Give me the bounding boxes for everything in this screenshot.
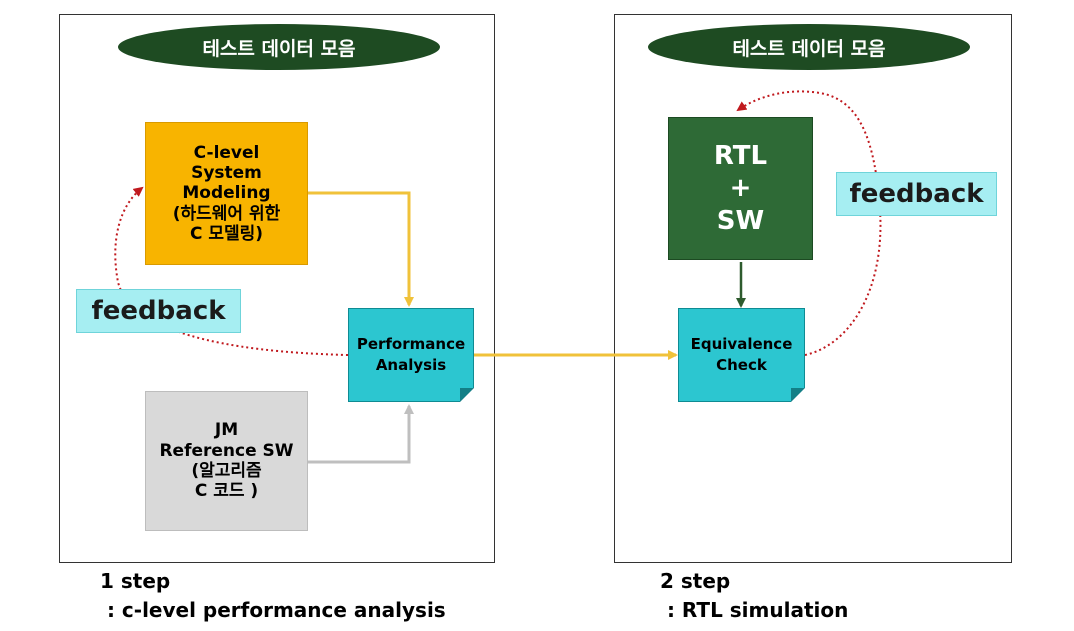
equivalence-check-note: Equivalence Check — [678, 308, 805, 402]
left-caption-desc: : c-level performance analysis — [100, 598, 446, 622]
left-banner: 테스트 데이터 모음 — [118, 24, 440, 70]
right-feedback-label: feedback — [836, 172, 997, 216]
analysis-note-fold — [460, 388, 474, 402]
right-banner: 테스트 데이터 모음 — [648, 24, 970, 70]
modeling-box: C-level System Modeling (하드웨어 위한 C 모델링) — [145, 122, 308, 265]
left-caption-step: 1 step — [100, 569, 171, 593]
rtl-sw-box: RTL + SW — [668, 117, 813, 260]
performance-analysis-note: Performance Analysis — [348, 308, 474, 402]
arrow-reference-to-analysis — [308, 404, 414, 464]
arrow-modeling-to-analysis — [308, 191, 414, 307]
reference-box: JM Reference SW (알고리즘 C 코드 ) — [145, 391, 308, 531]
left-feedback-label: feedback — [76, 289, 241, 333]
right-feedback-loop — [736, 90, 882, 356]
right-panel — [614, 14, 1012, 563]
check-note-fold — [791, 388, 805, 402]
right-caption-desc: : RTL simulation — [660, 598, 849, 622]
right-caption-step: 2 step — [660, 569, 731, 593]
